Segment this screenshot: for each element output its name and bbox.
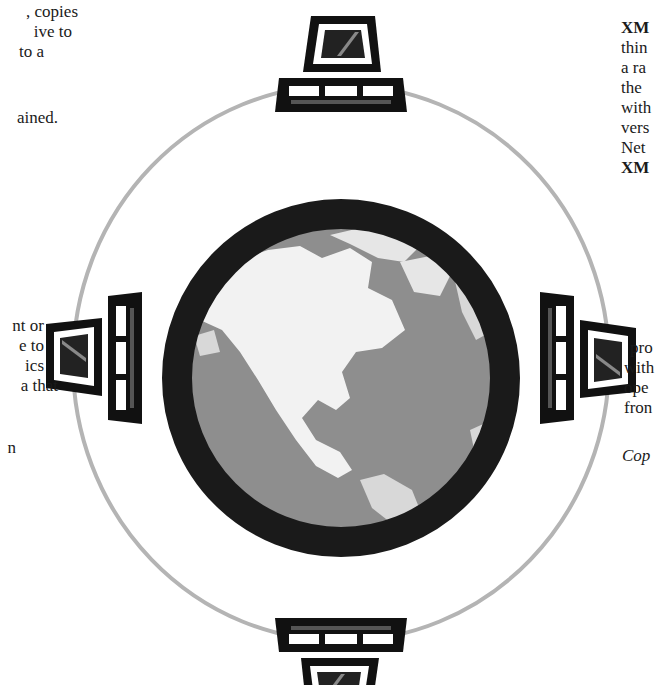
- globe: [177, 214, 505, 542]
- text-fragment: a ra: [621, 58, 646, 78]
- text-fragment: fron: [624, 398, 652, 418]
- text-fragment: with: [621, 98, 651, 118]
- text-fragment: XM: [621, 158, 649, 178]
- computer-icon: [540, 292, 636, 424]
- text-fragment: Cop: [622, 446, 650, 466]
- text-fragment: , copies: [26, 2, 78, 22]
- text-fragment: with: [624, 358, 654, 378]
- text-fragment: n: [8, 438, 17, 458]
- computer-icon: [275, 618, 407, 685]
- text-fragment: e to: [19, 336, 44, 356]
- computer-icon: [46, 292, 142, 424]
- text-fragment: to a: [19, 42, 44, 62]
- text-fragment: thin: [621, 38, 647, 58]
- text-fragment: vers: [621, 118, 649, 138]
- text-fragment: ive to: [34, 22, 72, 42]
- text-fragment: pro: [630, 338, 653, 358]
- text-fragment: XM: [621, 18, 649, 38]
- text-fragment: nt or: [12, 316, 44, 336]
- network-ring: [73, 85, 609, 641]
- text-fragment: ained.: [17, 108, 58, 128]
- text-fragment: the: [621, 78, 642, 98]
- text-fragment: ope: [624, 378, 649, 398]
- text-fragment: a that: [21, 376, 58, 396]
- text-fragment: ics: [25, 356, 44, 376]
- text-fragment: Net: [621, 138, 646, 158]
- computer-icon: [275, 16, 407, 112]
